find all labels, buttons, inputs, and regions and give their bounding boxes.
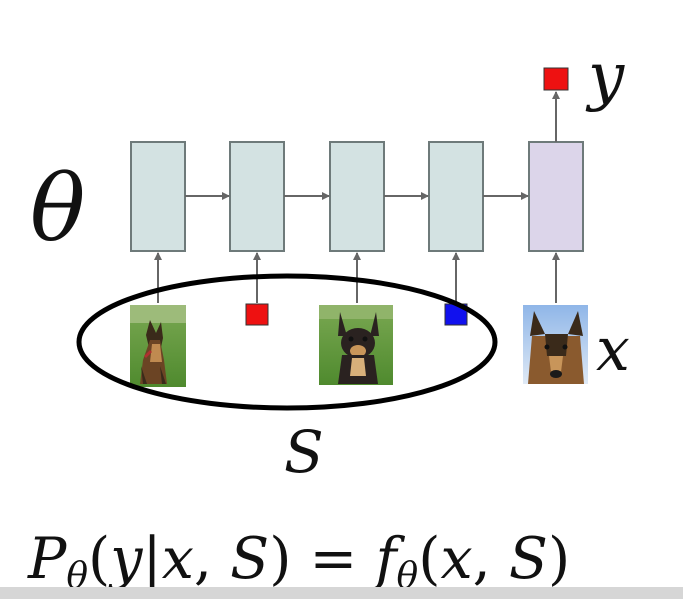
formula-equals: = bbox=[291, 526, 375, 592]
rnn-cell-query bbox=[528, 141, 584, 252]
output-label-square bbox=[543, 67, 569, 91]
rnn-cell-4 bbox=[428, 141, 484, 252]
formula-open-paren-2: ( bbox=[418, 526, 440, 592]
formula-y: y bbox=[107, 526, 143, 592]
x-label: x bbox=[596, 315, 630, 385]
formula-comma-1: , bbox=[194, 526, 230, 592]
formula-S: S bbox=[230, 526, 269, 592]
formula: Pθ(y|x, S) = fθ(x, S) bbox=[27, 526, 570, 597]
formula-comma-2: , bbox=[473, 526, 509, 592]
formula-f-subscript: θ bbox=[397, 556, 419, 597]
formula-bar: | bbox=[143, 526, 162, 592]
support-set-ellipse bbox=[76, 273, 498, 411]
formula-P: P bbox=[27, 526, 68, 592]
formula-close-paren-2: ) bbox=[548, 526, 570, 592]
formula-P-subscript: θ bbox=[66, 556, 88, 597]
theta-label: θ bbox=[30, 155, 85, 262]
y-label: y bbox=[585, 40, 625, 114]
formula-close-paren-1: ) bbox=[269, 526, 291, 592]
support-label-red bbox=[245, 303, 269, 326]
support-set-label: S bbox=[284, 418, 324, 486]
bottom-strip bbox=[0, 587, 683, 599]
german-shepherd-dog-photo bbox=[130, 305, 186, 387]
rnn-cell-3 bbox=[329, 141, 385, 252]
formula-x-2: x bbox=[440, 526, 472, 592]
formula-S-2: S bbox=[509, 526, 548, 592]
rnn-cell-2 bbox=[229, 141, 285, 252]
formula-x: x bbox=[162, 526, 194, 592]
recurrent-cells bbox=[130, 141, 584, 252]
german-shepherd-face-photo bbox=[523, 305, 588, 384]
chihuahua-dog-photo bbox=[319, 305, 393, 385]
formula-open-paren-1: ( bbox=[88, 526, 110, 592]
rnn-cell-1 bbox=[130, 141, 186, 252]
